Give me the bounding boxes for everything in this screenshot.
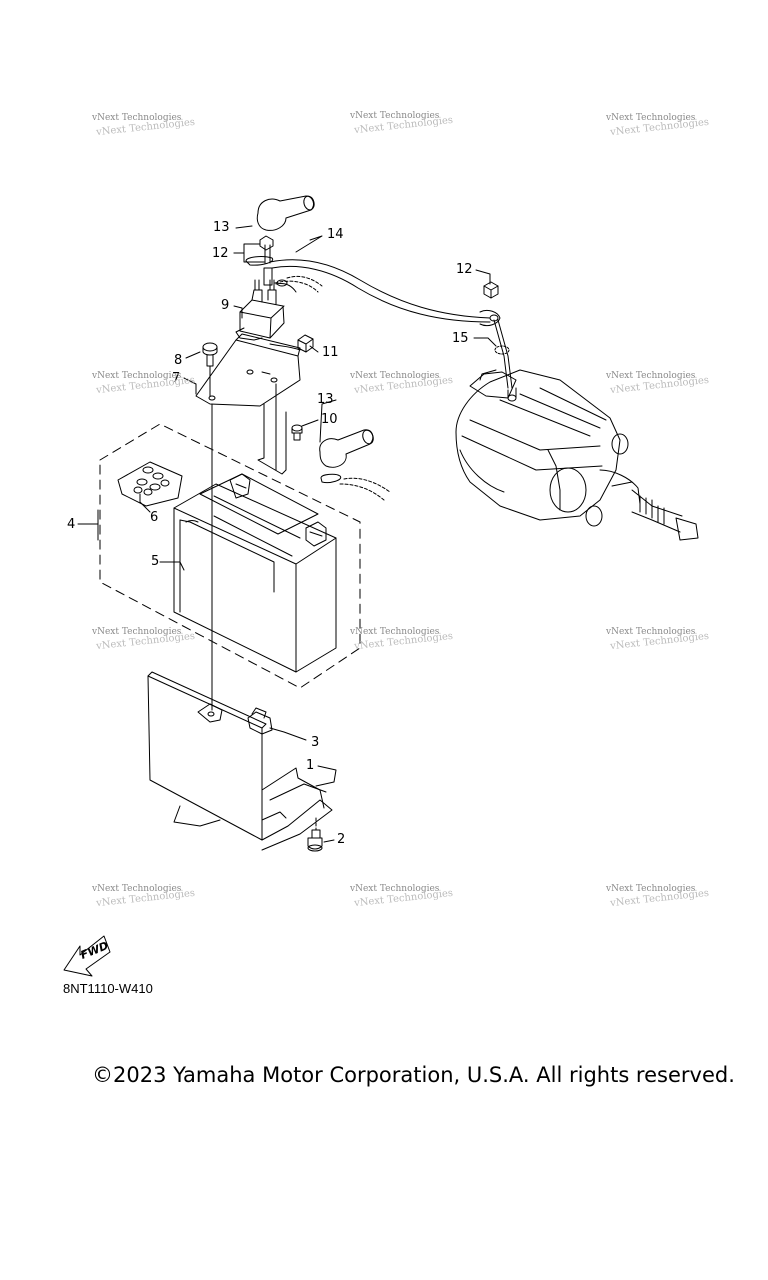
callout-leaders <box>77 225 497 843</box>
callout-6: 6 <box>150 510 159 525</box>
copyright-notice: ©2023 Yamaha Motor Corporation, U.S.A. A… <box>92 1063 735 1087</box>
callout-7: 7 <box>172 371 181 386</box>
starter-cable <box>269 259 501 327</box>
callout-13-lower: 13 <box>317 392 334 407</box>
callout-4: 4 <box>67 517 76 532</box>
bolt-8 <box>202 342 218 367</box>
callout-9: 9 <box>221 298 230 313</box>
battery-holder <box>147 671 333 851</box>
terminal-cover-lower <box>319 429 391 501</box>
callout-15: 15 <box>452 331 469 346</box>
callout-12-starter: 12 <box>456 262 473 277</box>
callout-14: 14 <box>327 227 344 242</box>
callout-3: 3 <box>311 735 320 750</box>
callout-1: 1 <box>306 758 315 773</box>
callout-2: 2 <box>337 832 346 847</box>
starter-relay <box>235 279 285 341</box>
bolt-2 <box>307 817 323 852</box>
hardware-bag <box>117 461 183 507</box>
fwd-arrow-icon <box>63 935 111 977</box>
callout-12-relay: 12 <box>212 246 229 261</box>
callout-5: 5 <box>151 554 160 569</box>
starter-motor <box>455 369 699 541</box>
relay-bracket <box>195 333 301 475</box>
diagram-code: 8NT1110-W410 <box>63 981 153 996</box>
callout-10: 10 <box>321 412 338 427</box>
nut-washer-relay <box>245 235 274 286</box>
battery-kit-outline <box>99 423 361 689</box>
nut-11 <box>297 334 314 353</box>
callout-8: 8 <box>174 353 183 368</box>
clip-3 <box>247 707 273 735</box>
battery <box>173 473 337 673</box>
starter-terminal-hardware <box>483 281 513 389</box>
bolt-10 <box>291 424 303 441</box>
callout-13-top: 13 <box>213 220 230 235</box>
terminal-cover-top <box>256 195 315 231</box>
callout-11: 11 <box>322 345 339 360</box>
